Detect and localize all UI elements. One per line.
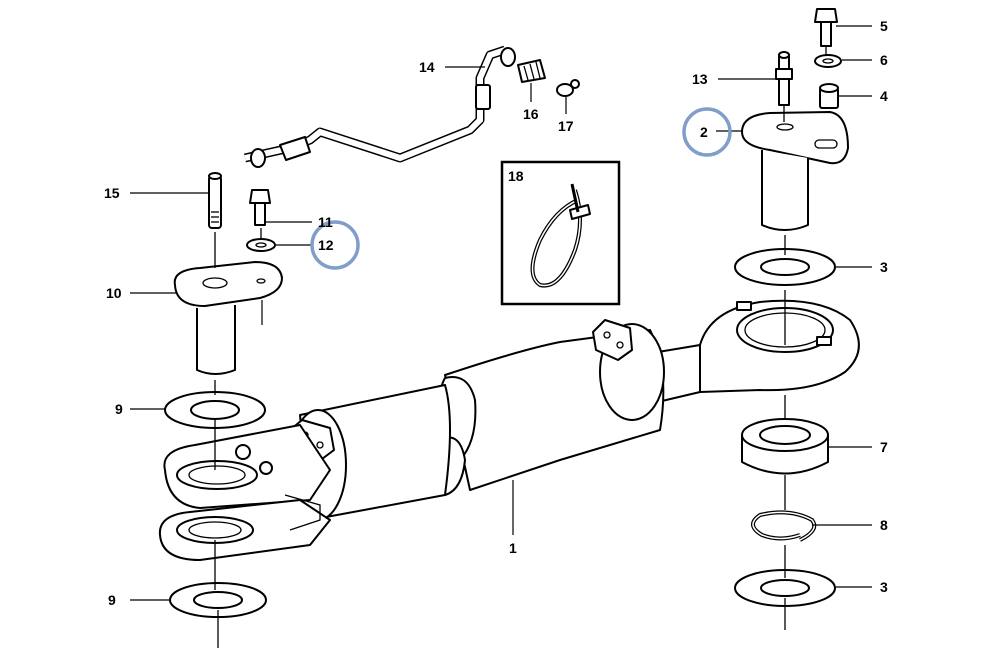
part-8-circlip bbox=[751, 510, 817, 542]
callout-8: 8 bbox=[880, 517, 888, 533]
callout-14: 14 bbox=[419, 59, 435, 75]
callout-4: 4 bbox=[880, 88, 888, 104]
part-11-bolt bbox=[249, 189, 271, 226]
callout-18: 18 bbox=[508, 168, 524, 184]
callout-5: 5 bbox=[880, 18, 888, 34]
callout-labels: 1 2 3 3 4 5 6 7 8 9 9 10 11 12 13 14 15 … bbox=[104, 18, 888, 608]
part-16-adapter bbox=[517, 59, 546, 83]
part-14-hose bbox=[244, 45, 516, 168]
part-3-washer-upper bbox=[734, 248, 836, 286]
part-13-grease-nipple bbox=[775, 51, 793, 106]
callout-12: 12 bbox=[318, 237, 334, 253]
callout-7: 7 bbox=[880, 439, 888, 455]
part-15-grease-nipple-pin bbox=[208, 172, 222, 229]
part-9-washer-upper bbox=[164, 391, 266, 429]
part-6-washer bbox=[814, 54, 842, 68]
part-12-washer bbox=[246, 238, 276, 252]
callout-11: 11 bbox=[318, 214, 333, 230]
part-18-cable-tie-box bbox=[500, 160, 621, 306]
highlight-circle-part-12 bbox=[310, 220, 360, 270]
part-2-plate-pin bbox=[741, 111, 849, 231]
part-17-fitting bbox=[556, 79, 580, 97]
leader-lines bbox=[130, 25, 872, 601]
highlight-circle-part-2 bbox=[682, 107, 732, 157]
callout-3-upper: 3 bbox=[880, 259, 888, 275]
callout-3-lower: 3 bbox=[880, 579, 888, 595]
part-4-bushing bbox=[819, 83, 839, 109]
callout-9-lower: 9 bbox=[108, 592, 116, 608]
callout-1: 1 bbox=[509, 540, 517, 556]
callout-17: 17 bbox=[558, 118, 574, 134]
callout-15: 15 bbox=[104, 185, 120, 201]
callout-2: 2 bbox=[700, 124, 708, 140]
part-10-plate-pin bbox=[173, 261, 283, 375]
callout-9-upper: 9 bbox=[115, 401, 123, 417]
callout-10: 10 bbox=[106, 285, 122, 301]
callout-13: 13 bbox=[692, 71, 708, 87]
hydraulic-cylinder bbox=[158, 299, 860, 561]
callout-6: 6 bbox=[880, 52, 888, 68]
part-7-spherical-bearing bbox=[741, 418, 829, 475]
part-9-washer-lower bbox=[169, 582, 267, 618]
part-5-bolt bbox=[814, 8, 838, 47]
callout-16: 16 bbox=[523, 106, 539, 122]
